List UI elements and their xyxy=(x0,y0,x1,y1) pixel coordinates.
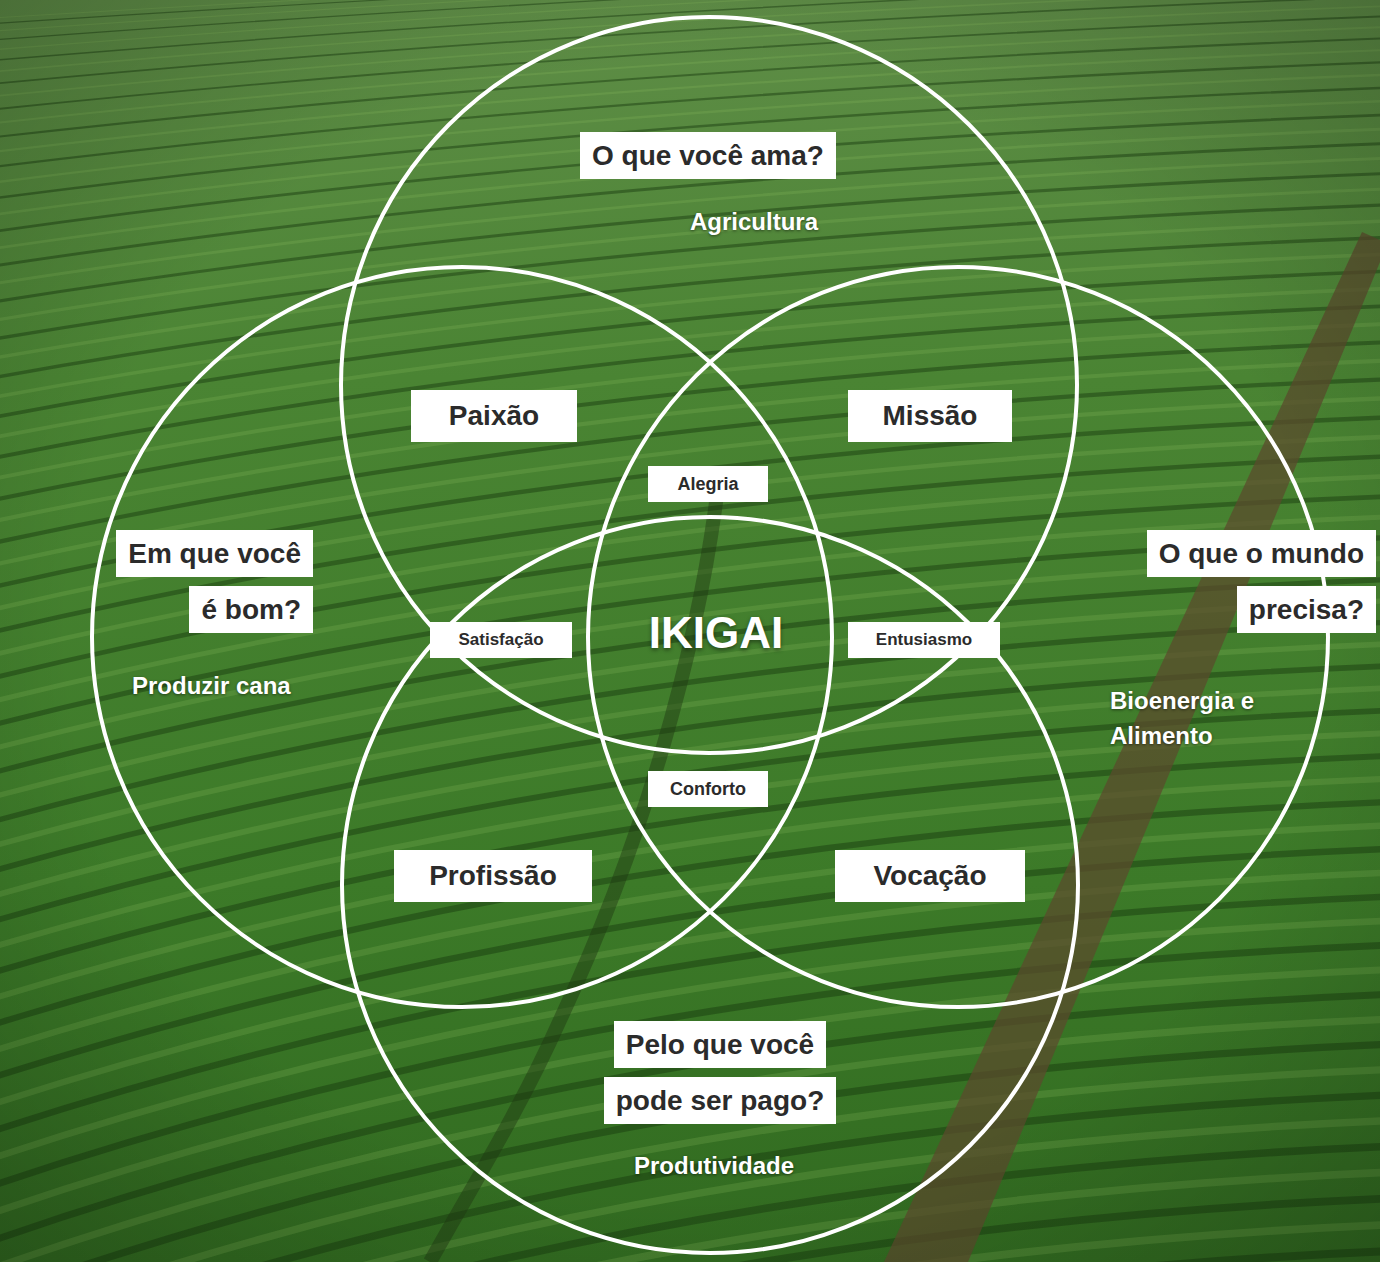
question-wrap: Em que você é bom? xyxy=(105,526,313,638)
answer-text: Produtividade xyxy=(594,1148,834,1183)
intersection-box: Missão xyxy=(848,390,1012,442)
circle-stroke xyxy=(342,517,1078,1253)
circle-stroke xyxy=(341,17,1077,753)
intersection-box: Alegria xyxy=(648,466,768,502)
question-label: O que o mundo precisa? xyxy=(1147,530,1376,633)
box-label: Paixão xyxy=(449,400,539,432)
question-wrap: O que o mundo precisa? xyxy=(1136,526,1376,638)
intersection-box: Paixão xyxy=(411,390,577,442)
box-label: Alegria xyxy=(677,474,738,495)
question-label: Em que você é bom? xyxy=(116,530,313,633)
question-wrap: Pelo que você pode ser pago? xyxy=(590,1017,850,1129)
box-label: Vocação xyxy=(873,860,986,892)
answer-text: Agricultura xyxy=(634,204,874,239)
box-label: Entusiasmo xyxy=(876,630,972,650)
question-label: O que você ama? xyxy=(580,132,836,179)
box-label: Satisfação xyxy=(458,630,543,650)
question-label: Pelo que você pode ser pago? xyxy=(604,1021,836,1124)
box-label: Missão xyxy=(883,400,978,432)
intersection-box: Entusiasmo xyxy=(848,622,1000,658)
box-label: Profissão xyxy=(429,860,557,892)
circle-stroke xyxy=(92,267,832,1007)
circle-stroke xyxy=(588,267,1328,1007)
intersection-box: Satisfação xyxy=(430,622,572,658)
intersection-box: Conforto xyxy=(648,771,768,807)
answer-text: Produzir cana xyxy=(132,668,392,703)
answer-text: Bioenergia e Alimento xyxy=(1110,683,1280,753)
question-wrap: O que você ama? xyxy=(548,128,868,184)
intersection-box: Vocação xyxy=(835,850,1025,902)
box-label: Conforto xyxy=(670,779,746,800)
intersection-box: Profissão xyxy=(394,850,592,902)
center-title: IKIGAI xyxy=(649,608,783,658)
